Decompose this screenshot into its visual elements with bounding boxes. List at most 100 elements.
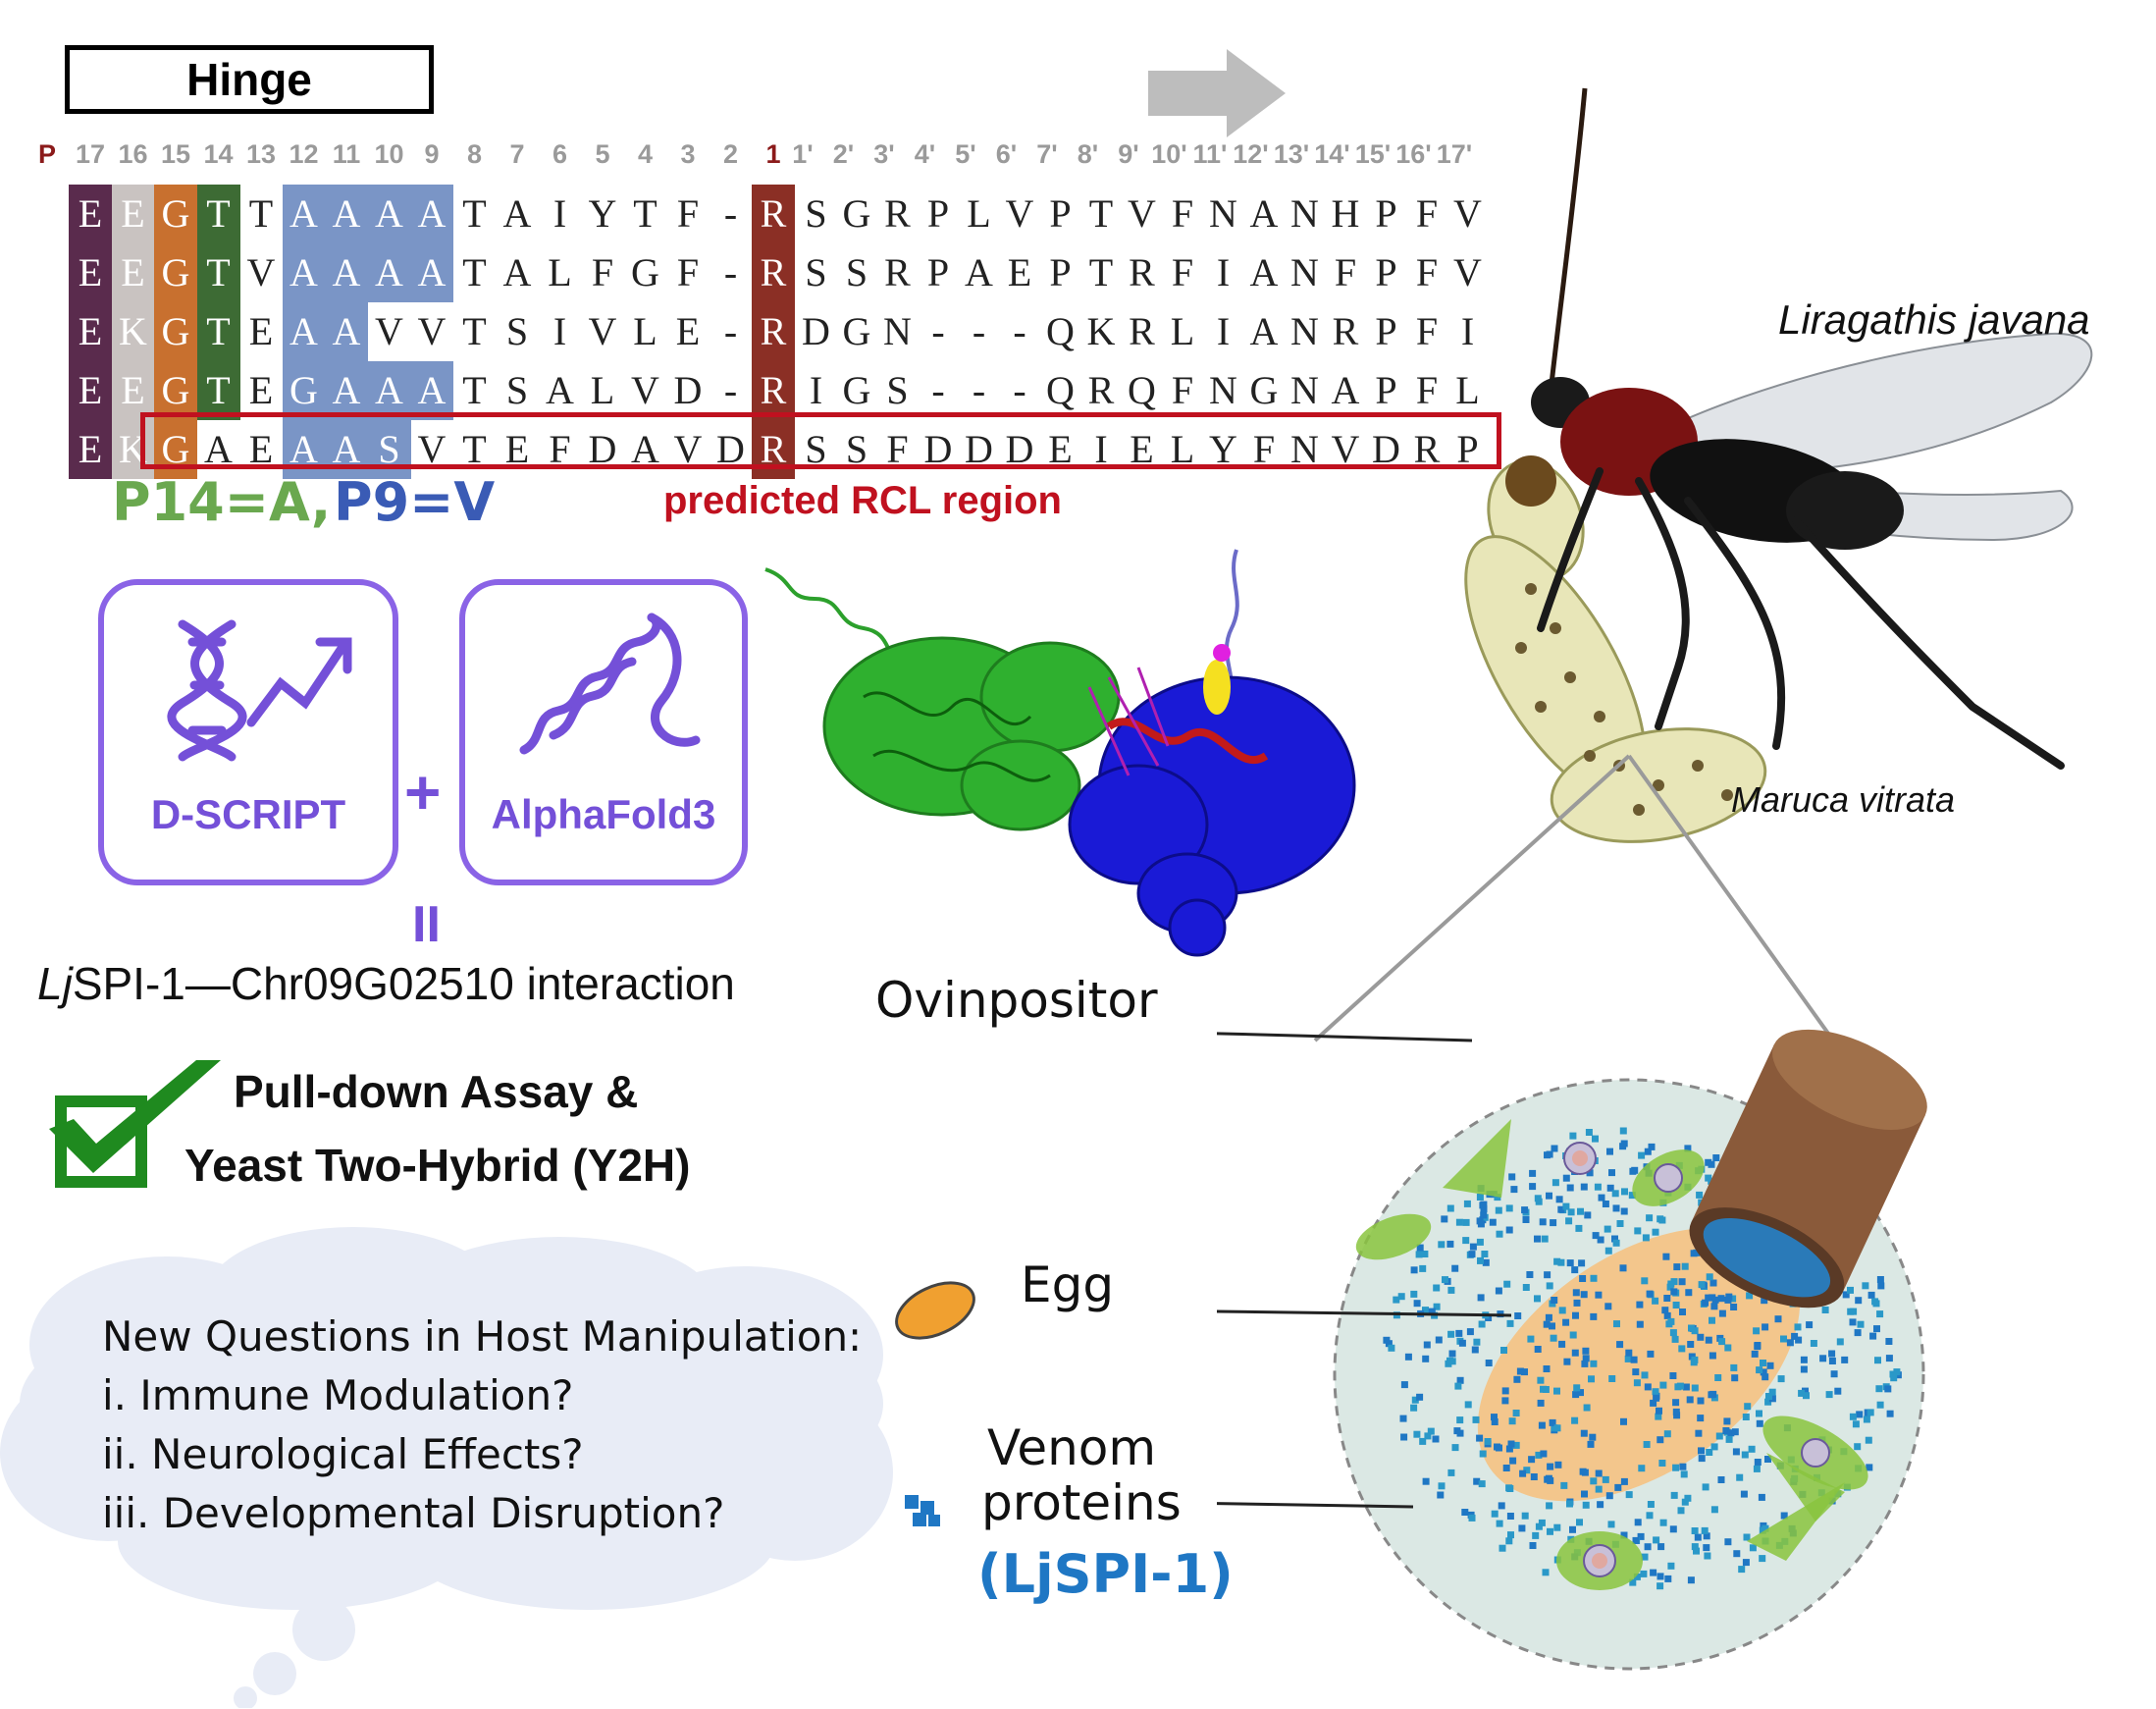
- venom-dot: [1478, 1480, 1486, 1488]
- residue: L: [633, 309, 657, 353]
- venom-dot: [1777, 1375, 1785, 1383]
- venom-dot: [1480, 1201, 1488, 1208]
- venom-dot: [1579, 1468, 1587, 1475]
- residue: T: [462, 368, 487, 412]
- venom-dot: [1679, 1463, 1687, 1470]
- residue: N: [1290, 250, 1319, 294]
- venom-dot: [1768, 1388, 1776, 1396]
- venom-dot: [1620, 1417, 1627, 1425]
- residue: A: [1331, 368, 1360, 412]
- venom-dot: [1491, 1510, 1499, 1518]
- residue: -: [931, 368, 945, 412]
- venom-dot: [1642, 1234, 1650, 1242]
- venom-dot: [1871, 1298, 1879, 1306]
- residue: F: [1171, 191, 1194, 236]
- venom-dot: [1484, 1438, 1492, 1445]
- venom-dot: [1614, 1483, 1622, 1491]
- venom-dot: [1669, 1372, 1677, 1379]
- venom-dot: [1534, 1295, 1541, 1303]
- venom-dot: [1519, 1469, 1527, 1477]
- venom-dot: [1632, 1368, 1640, 1376]
- residue: I: [552, 191, 567, 236]
- residue: R: [1413, 427, 1441, 471]
- venom-dot: [1462, 1237, 1470, 1245]
- venom-dot: [1423, 1341, 1431, 1349]
- venom-dot: [1653, 1536, 1660, 1544]
- venom-dot: [1505, 1484, 1513, 1492]
- venom-dot: [1636, 1301, 1644, 1308]
- venom-dot: [1602, 1201, 1609, 1207]
- venom-dot: [1604, 1225, 1611, 1233]
- venom-dot: [1731, 1428, 1739, 1436]
- venom-dot: [1673, 1263, 1681, 1271]
- venom-dot: [1794, 1323, 1802, 1331]
- residue: A: [502, 250, 532, 294]
- venom-dot: [1522, 1216, 1530, 1223]
- venom-dot: [1428, 1308, 1436, 1315]
- venom-dot: [1433, 1303, 1441, 1310]
- venom-dot: [1803, 1392, 1810, 1400]
- venom-dot: [1477, 1256, 1484, 1264]
- residue: F: [1252, 427, 1276, 471]
- venom-dot: [1885, 1338, 1893, 1345]
- residue: A: [410, 185, 453, 243]
- residue: V: [1128, 191, 1156, 236]
- venom-dot: [1445, 1360, 1452, 1367]
- venom-dot: [1535, 1522, 1543, 1530]
- venom-dot: [1685, 1289, 1693, 1297]
- venom-dot: [1571, 1349, 1579, 1357]
- venom-dot: [1521, 1512, 1529, 1520]
- residue: F: [549, 427, 571, 471]
- venom-dot: [1437, 1491, 1445, 1499]
- venom-dot: [1573, 1299, 1581, 1307]
- venom-dot: [1495, 1287, 1502, 1295]
- venom-dot: [1865, 1436, 1872, 1444]
- venom-dot: [1867, 1409, 1874, 1416]
- residue: A: [631, 427, 659, 471]
- residue: G: [282, 361, 326, 420]
- residue: E: [248, 309, 274, 353]
- residue: L: [1170, 427, 1195, 471]
- venom-dot: [1578, 1259, 1586, 1267]
- venom-dot: [1867, 1291, 1875, 1299]
- venom-dot: [1472, 1415, 1480, 1423]
- venom-dot: [1655, 1413, 1662, 1420]
- venom-dot: [1764, 1398, 1772, 1406]
- venom-dot: [1876, 1401, 1884, 1409]
- venom-dot: [1554, 1461, 1562, 1469]
- venom-dot: [1650, 1569, 1657, 1576]
- venom-dot: [1733, 1550, 1741, 1558]
- d-script-label: D-SCRIPT: [150, 791, 346, 837]
- venom-dot: [1637, 1532, 1645, 1540]
- residue: F: [676, 191, 700, 236]
- venom-dot: [1518, 1524, 1526, 1532]
- residue: E: [1007, 250, 1032, 294]
- venom-dot: [1416, 1393, 1424, 1401]
- venom-dot: [1834, 1387, 1842, 1395]
- venom-dot: [1494, 1194, 1501, 1202]
- residue: T: [462, 427, 487, 471]
- venom-dot: [1705, 1336, 1712, 1344]
- venom-dot: [1725, 1293, 1733, 1301]
- venom-dot: [1641, 1277, 1649, 1285]
- venom-dot: [1590, 1360, 1598, 1367]
- venom-dot: [1756, 1410, 1762, 1417]
- venom-dot: [1688, 1324, 1695, 1332]
- residue: R: [752, 361, 795, 420]
- venom-dot: [1478, 1320, 1486, 1328]
- residue: E: [248, 427, 274, 471]
- venom-dot: [1696, 1191, 1704, 1199]
- venom-dot: [1549, 1418, 1556, 1426]
- venom-dot: [1512, 1410, 1520, 1416]
- venom-dot: [1711, 1296, 1719, 1304]
- position-number-prime: 5': [955, 139, 976, 169]
- venom-dot: [1424, 1432, 1432, 1440]
- venom-dot: [1619, 1264, 1627, 1272]
- venom-dot: [1501, 1397, 1509, 1405]
- venom-dot: [1612, 1204, 1620, 1212]
- direction-arrow-icon: [1148, 49, 1286, 137]
- residue: A: [410, 361, 453, 420]
- venom-dot: [1582, 1355, 1590, 1362]
